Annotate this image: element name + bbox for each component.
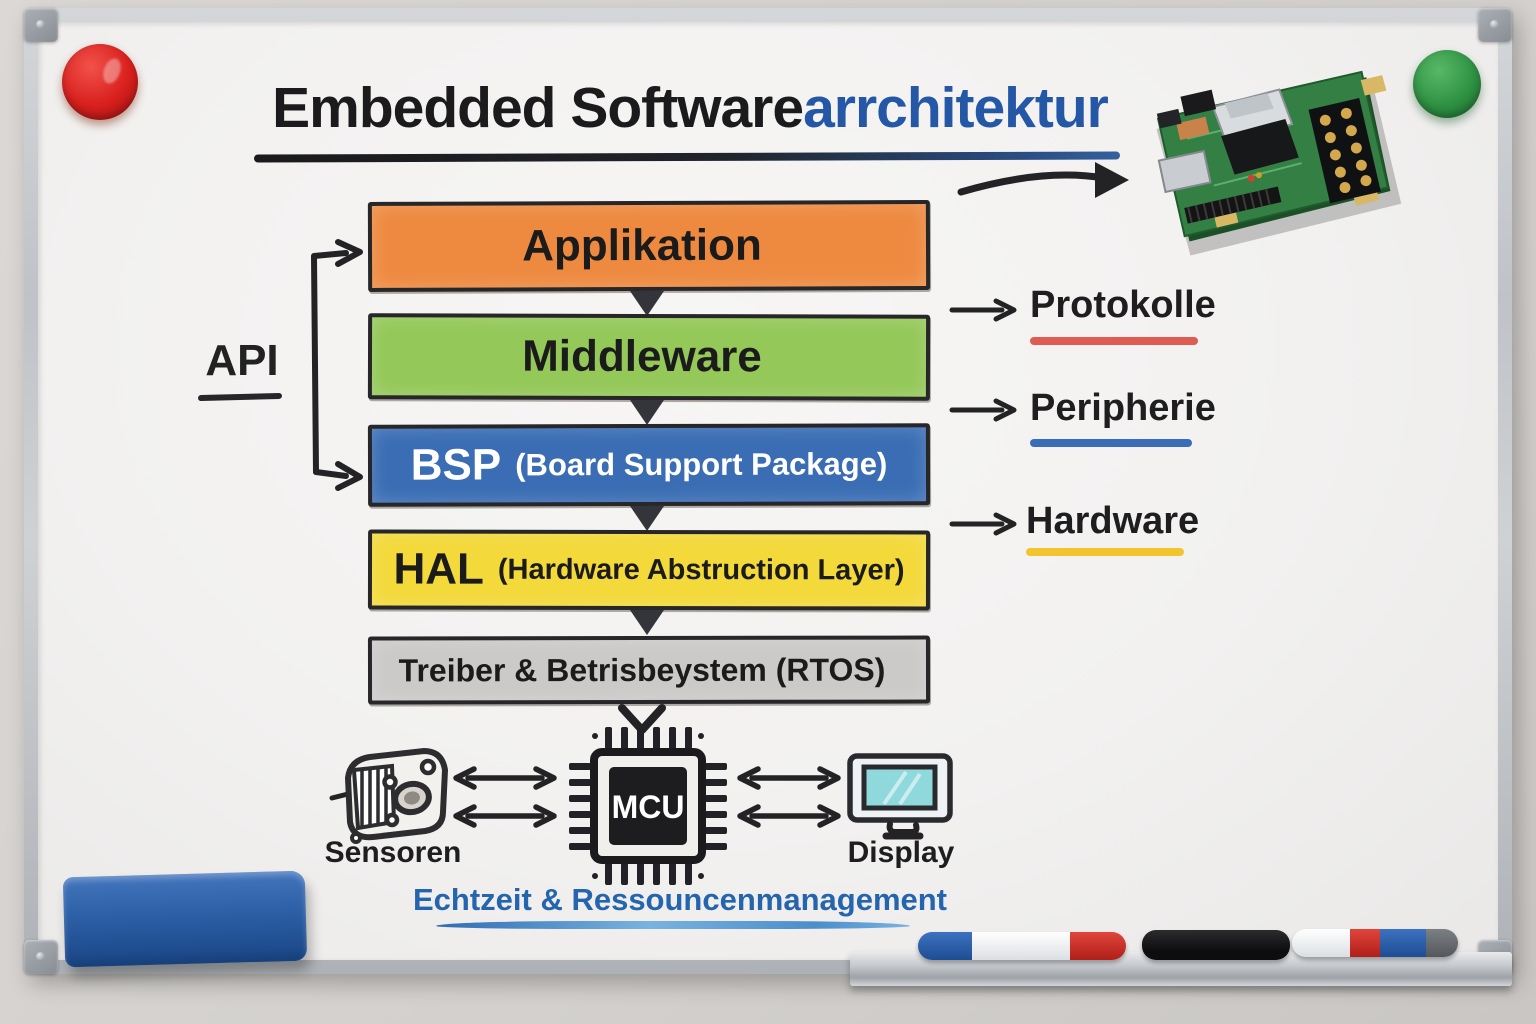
layer-label: Applikation xyxy=(522,220,762,271)
marker-end xyxy=(1426,929,1458,957)
caption-underline xyxy=(436,921,910,929)
down-arrow-icon xyxy=(630,506,664,531)
down-arrow-icon xyxy=(630,400,664,425)
marker-tip xyxy=(1070,932,1126,960)
marker-blue-red xyxy=(918,932,1126,960)
frame-corner-bottom-left xyxy=(24,940,58,974)
side-label-protokolle: Protokolle xyxy=(1030,284,1216,326)
sensor-icon xyxy=(329,747,449,844)
eraser xyxy=(62,870,308,968)
layer-middleware: Middleware xyxy=(367,313,931,401)
arrow-hardware-icon xyxy=(949,512,1017,536)
marker-cap xyxy=(1380,929,1426,957)
marker-band xyxy=(1350,929,1380,957)
layer-label: Middleware xyxy=(522,331,762,382)
layer-label: BSP xyxy=(410,440,502,490)
arrow-to-pcb-icon xyxy=(957,162,1129,198)
layer-label: HAL xyxy=(393,544,484,594)
arrow-protokolle-icon xyxy=(949,298,1017,322)
down-arrow-icon xyxy=(630,610,664,635)
marker-body xyxy=(972,932,1070,960)
api-bracket-icon xyxy=(311,239,363,491)
mcu-chip-icon: MCU xyxy=(569,727,727,885)
display-label: Display xyxy=(847,836,955,869)
marker-body xyxy=(1292,929,1350,957)
title-black-part: Embedded Software xyxy=(272,76,804,140)
layer-hal: HAL(Hardware Abstruction Layer) xyxy=(367,529,931,611)
layer-applikation: Applikation xyxy=(367,200,931,292)
sensor-label: Sensoren xyxy=(324,836,462,869)
hardware-underline xyxy=(1026,548,1184,556)
arrow-peripherie-icon xyxy=(949,398,1017,422)
down-arrow-icon xyxy=(630,291,664,316)
layer-label: Treiber & Betrisbeystem (RTOS) xyxy=(398,651,886,688)
layer-treiber-rtos: Treiber & Betrisbeystem (RTOS) xyxy=(367,635,931,705)
mcu-chip-label: MCU xyxy=(612,789,685,825)
peripherie-underline xyxy=(1030,439,1192,447)
display-icon xyxy=(847,753,953,840)
frame-corner-top-left xyxy=(24,8,58,42)
title-blue-part: arrchitektur xyxy=(803,76,1109,140)
frame-corner-top-right xyxy=(1478,8,1512,42)
side-label-hardware: Hardware xyxy=(1026,500,1200,542)
protokolle-underline xyxy=(1030,337,1198,345)
marker-cap xyxy=(918,932,972,960)
red-magnet xyxy=(62,44,138,120)
caption: Echtzeit & Ressouncenmanagement xyxy=(412,882,948,917)
side-label-peripherie: Peripherie xyxy=(1030,387,1216,429)
api-label: API xyxy=(205,336,279,385)
green-magnet xyxy=(1413,50,1481,118)
marker-tricolor xyxy=(1292,929,1458,957)
pcb-board xyxy=(1156,70,1402,256)
layer-bsp: BSP(Board Support Package) xyxy=(367,423,931,507)
double-arrow-right-icon xyxy=(737,766,841,828)
marker-black xyxy=(1142,930,1290,960)
double-arrow-left-icon xyxy=(453,766,557,828)
